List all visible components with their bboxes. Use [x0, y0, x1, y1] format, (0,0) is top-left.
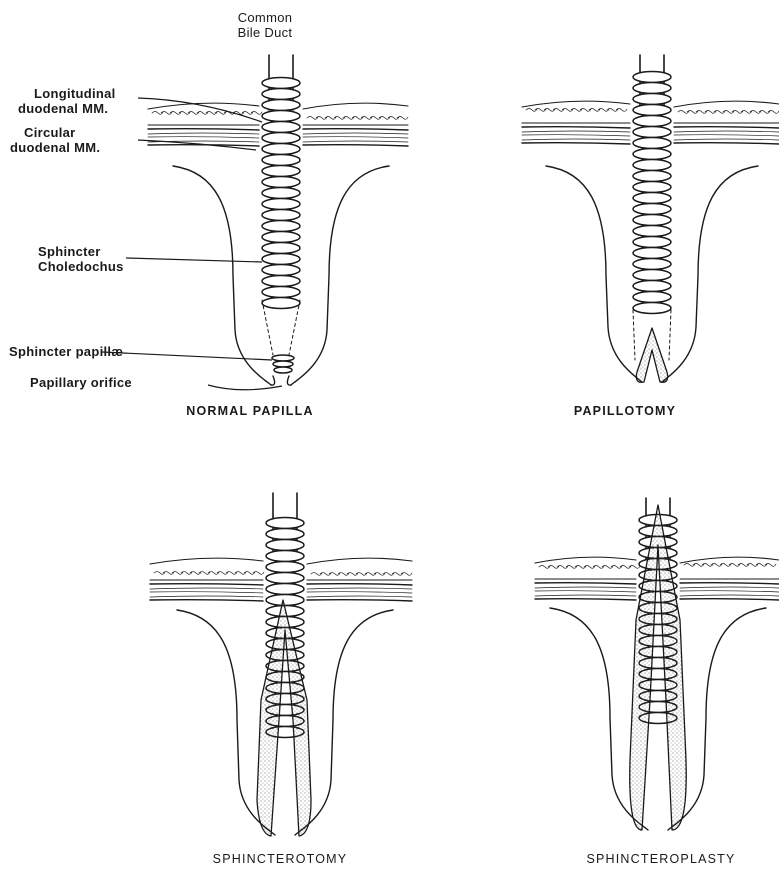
sphincter-choledochus-label: Sphincter Choledochus: [38, 244, 124, 274]
circular-line1: Circular: [10, 125, 100, 140]
panel-sphincteroplasty: [535, 498, 779, 830]
longitudinal-line1: Longitudinal: [18, 86, 116, 101]
sphincter-papillae-label: Sphincter papillæ: [9, 344, 123, 359]
papillary-orifice: [271, 376, 291, 385]
sphincter-choledochus-rings: [633, 72, 671, 314]
panel-sphincterotomy: [150, 493, 412, 836]
common-bile-duct-line1: Common: [212, 10, 318, 25]
caption-sphincteroplasty: SPHINCTEROPLASTY: [556, 852, 766, 866]
panel-normal-papilla: [148, 55, 408, 385]
sphincter-choledochus-line1: Sphincter: [38, 244, 124, 259]
sphincter-choledochus-line2: Choledochus: [38, 259, 124, 274]
caption-sphincterotomy: SPHINCTEROTOMY: [185, 852, 375, 866]
papillary-orifice-label: Papillary orifice: [30, 375, 132, 390]
papillotomy-incision: [636, 328, 667, 382]
caption-papillotomy: PAPILLOTOMY: [550, 404, 700, 418]
circular-muscle-label: Circular duodenal MM.: [10, 125, 100, 155]
common-bile-duct-label: Common Bile Duct: [212, 10, 318, 40]
circular-line2: duodenal MM.: [10, 140, 100, 155]
caption-normal-papilla: NORMAL PAPILLA: [150, 404, 350, 418]
panel-papillotomy: [522, 55, 779, 382]
longitudinal-line2: duodenal MM.: [18, 101, 116, 116]
longitudinal-muscle-label: Longitudinal duodenal MM.: [18, 86, 116, 116]
sphincter-choledochus-rings: [262, 78, 300, 309]
sphincter-papillae-rings: [272, 355, 294, 373]
common-bile-duct-line2: Bile Duct: [212, 25, 318, 40]
